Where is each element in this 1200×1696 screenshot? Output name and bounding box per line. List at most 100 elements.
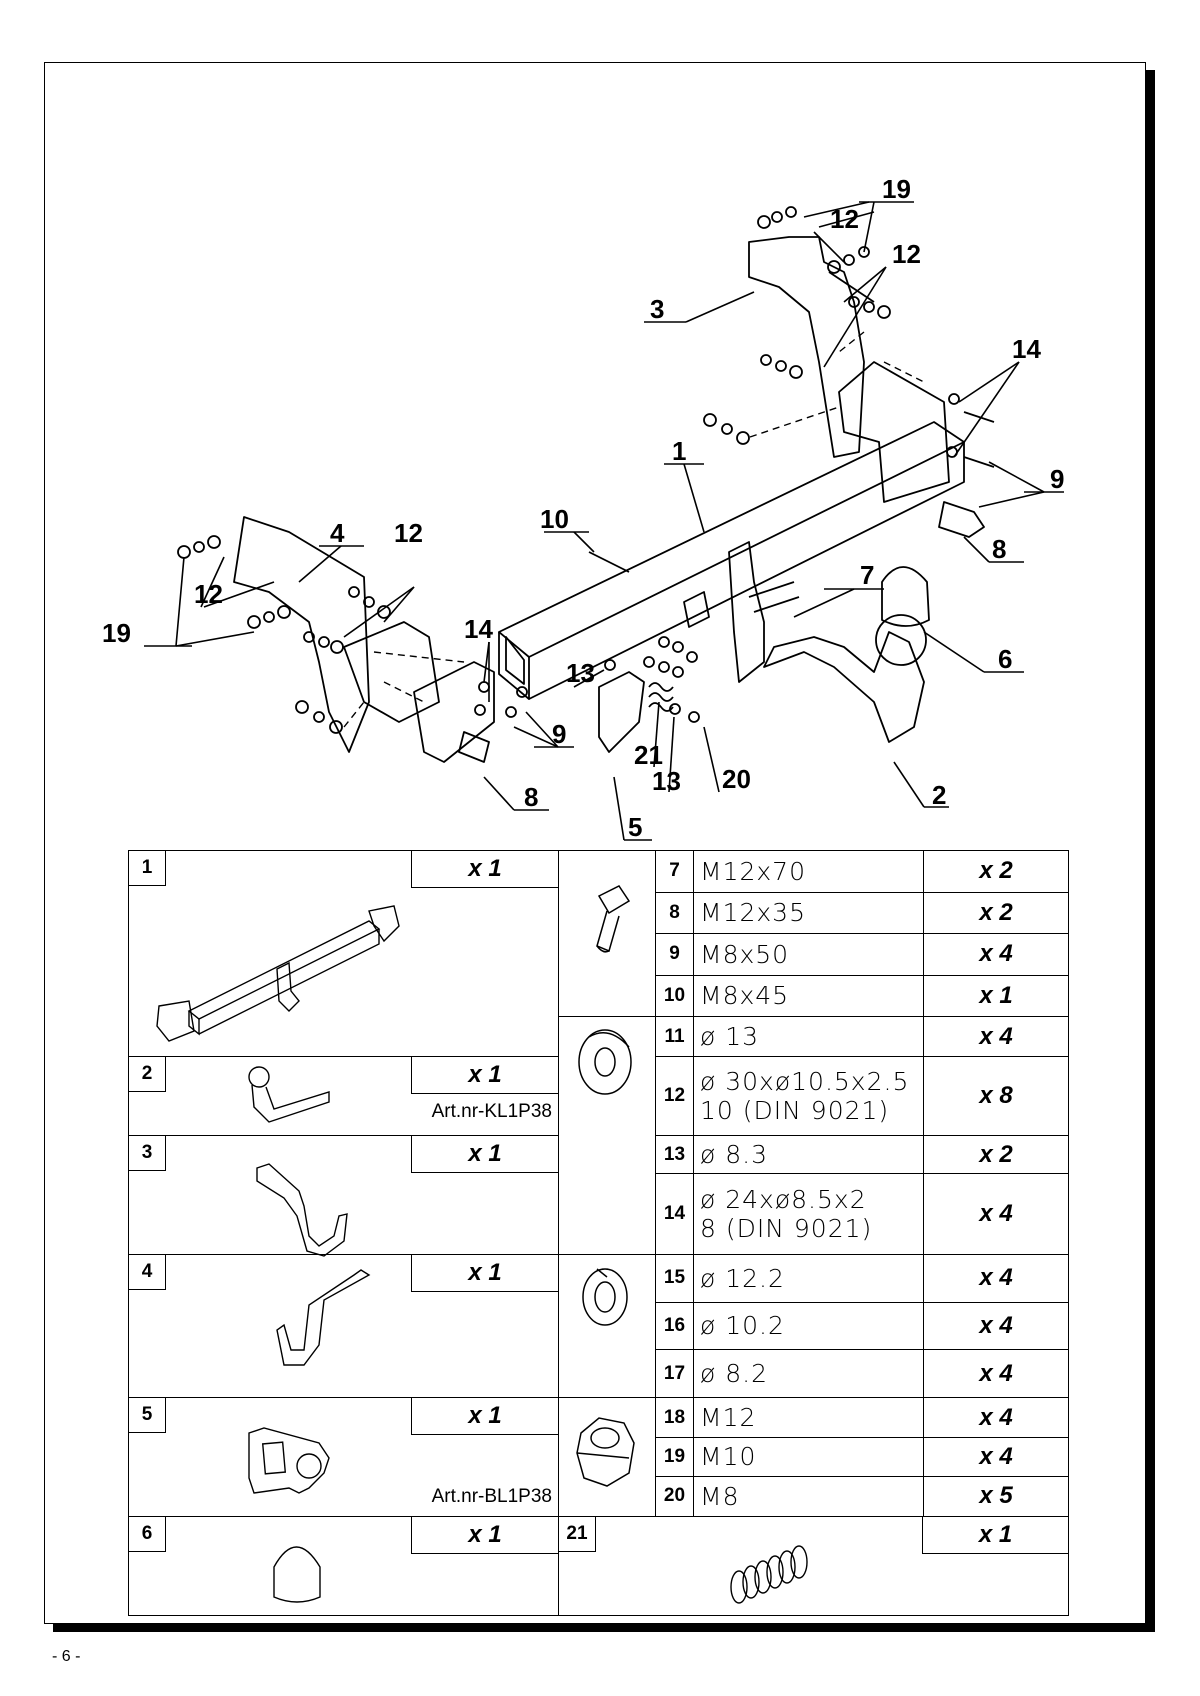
callout-4: 4 [330,518,345,548]
part-3-qty: x 1 [411,1136,558,1173]
spring [648,682,674,712]
part-21-qty: x 1 [922,1517,1068,1554]
callout-8-left: 8 [524,782,538,812]
part-10-number: 10 [655,974,694,1017]
part-17-number: 17 [655,1349,694,1398]
callout-21: 21 [634,740,663,770]
nut-icon [576,1417,635,1487]
part-2-qty: x 1 [411,1057,558,1094]
drop-plate [728,541,765,683]
part-4-number: 4 [129,1255,166,1290]
part-15-qty: x 4 [923,1254,1069,1303]
bracket-3 [748,236,865,458]
lower-mount-plate [413,661,495,763]
part-16-number: 16 [655,1301,694,1351]
part-1-number: 1 [129,851,166,886]
callout-20: 20 [722,764,751,794]
split-washer-icon [582,1268,628,1326]
split-washer-icon-cell [558,1254,656,1398]
crossbar-thumbnail [156,905,400,1042]
part-14-number: 14 [655,1173,694,1255]
part-1-cell: 1 x 1 [128,850,559,1057]
part-2-cell: 2 x 1 Art.nr-KL1P38 [128,1056,559,1136]
callout-13-upper: 13 [566,658,595,688]
part-5-qty: x 1 [411,1398,558,1435]
callout-9-right: 9 [1050,464,1064,494]
ball-cover-thumbnail [273,1546,321,1603]
part-2-number: 2 [129,1057,166,1092]
part-9-number: 9 [655,933,694,976]
part-5-number: 5 [129,1398,166,1433]
socket-plate-thumbnail [248,1427,330,1494]
bolt-icon-cell [558,850,656,1017]
part-12-qty: x 8 [923,1056,1069,1136]
callout-14-right: 14 [1012,334,1041,364]
part-21-number: 21 [559,1517,596,1552]
part-11-spec: ø 13 [700,1022,760,1051]
bolt-icon [596,885,631,953]
part-13-number: 13 [655,1134,694,1175]
crossbar [498,421,965,658]
part-14-spec: ø 24xø8.5x2 [700,1185,867,1215]
part-9-spec: M8x50 [700,939,790,969]
part-9-qty: x 4 [923,933,1069,976]
part-5-cell: Art.nr-BL1P38 5 x 1 [128,1397,559,1517]
part-10-qty: x 1 [923,974,1069,1017]
part-7-qty: x 2 [923,850,1069,893]
callout-10: 10 [540,504,569,534]
page-number: - 6 - [52,1648,81,1665]
ball-neck-thumbnail [248,1066,330,1123]
part-4-qty: x 1 [411,1255,558,1292]
part-6-number: 6 [129,1517,166,1552]
part-17-spec: ø 8.2 [700,1359,769,1389]
part-7-spec: M12x70 [700,856,806,886]
part-11-qty: x 4 [923,1016,1069,1057]
part-8-qty: x 2 [923,891,1069,934]
nut-icon-cell [558,1397,656,1517]
part-21-cell: 21 x 1 [558,1516,1069,1616]
part-20-spec: M8 [700,1481,740,1511]
part-3-number: 3 [129,1136,166,1171]
part-1-qty: x 1 [411,851,558,888]
part-18-qty: x 4 [923,1396,1069,1439]
left-side-plate [343,621,440,723]
part-3-cell: 3 x 1 [128,1135,559,1257]
callout-1: 1 [672,436,686,466]
part-19-qty: x 4 [923,1437,1069,1477]
part-7-number: 7 [655,850,694,893]
part-10-spec: M8x45 [700,981,790,1011]
hardware-washers [177,206,960,734]
bracket-3-thumbnail [256,1163,348,1257]
callout-14-left: 14 [464,614,493,644]
callout-12-left-upper: 12 [394,518,423,548]
part-13-qty: x 2 [923,1134,1069,1175]
callout-5: 5 [628,812,642,842]
part-12-spec: ø 30xø10.5x2.5 [700,1067,910,1096]
part-19-spec: M10 [700,1442,757,1472]
part-6-qty: x 1 [411,1517,558,1554]
part-14-qty: x 4 [923,1173,1069,1255]
part-12-spec-din: 10 (DIN 9021) [700,1096,890,1125]
part-5-article: Art.nr-BL1P38 [431,1486,552,1507]
part-2-article: Art.nr-KL1P38 [431,1101,552,1122]
part-11-number: 11 [655,1016,694,1057]
callout-9-left: 9 [552,719,566,749]
part-16-qty: x 4 [923,1301,1069,1351]
callout-6: 6 [998,644,1012,674]
callout-13-lower: 13 [652,766,681,796]
parts-list-table: 1 x 1 [128,850,1069,1616]
part-15-spec: ø 12.2 [700,1263,785,1293]
part-8-spec: M12x35 [700,898,806,928]
part-16-spec: ø 10.2 [700,1311,785,1341]
callout-12-left: 12 [194,579,223,609]
callout-19-left: 19 [102,618,131,648]
part-20-qty: x 5 [923,1475,1069,1518]
part-4-cell: 4 x 1 [128,1254,559,1398]
ball-cover [881,566,930,627]
callout-19-top: 19 [882,174,911,204]
part-17-qty: x 4 [923,1349,1069,1398]
part-8-number: 8 [655,891,694,934]
washer-icon [578,1029,632,1095]
spring-thumbnail [730,1545,808,1604]
washer-icon-cell [558,1016,656,1255]
